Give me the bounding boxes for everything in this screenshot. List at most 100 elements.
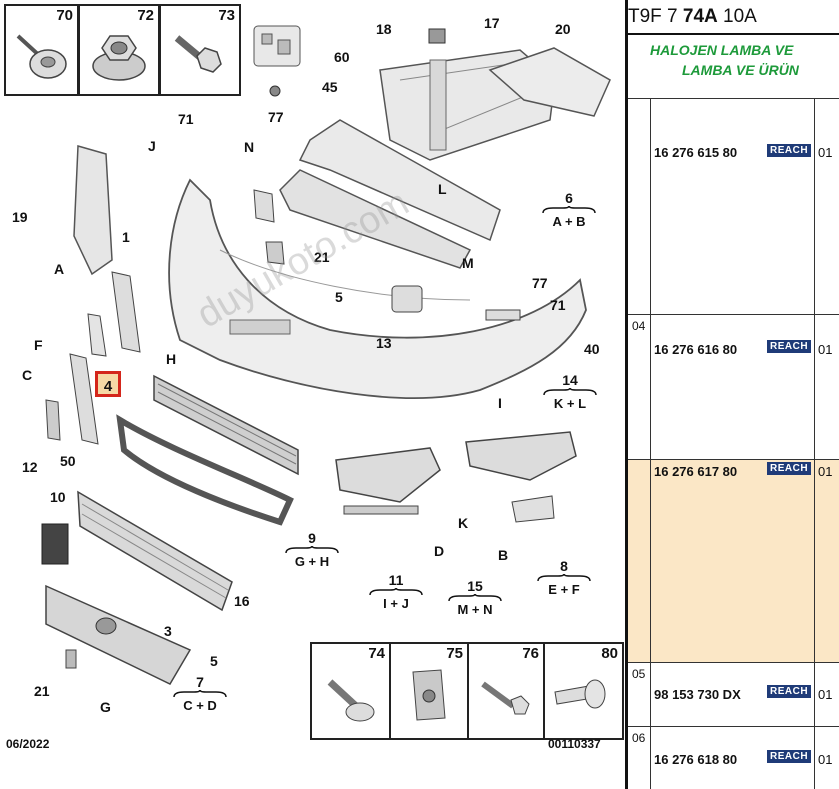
box-label-70: 70: [56, 7, 73, 24]
reach-badge: REACH: [767, 462, 812, 475]
parts-diagram: 70 72 73 60 45 18 17: [4, 4, 624, 751]
hardware-box-74[interactable]: 74: [310, 642, 390, 740]
callout-50: 10: [50, 489, 66, 505]
clip-5-drawing: [65, 649, 77, 669]
callout-3: 5: [210, 653, 218, 669]
callout-D: I: [498, 395, 502, 411]
parts-row-5[interactable]: 06 16 276 618 80 REACH 01: [628, 727, 839, 789]
part-number: 16 276 618 80: [654, 752, 738, 767]
trim-E-drawing: [343, 505, 419, 515]
bracket-N-drawing: [253, 189, 275, 223]
callout-L: 21: [314, 249, 330, 265]
row-divider: [814, 315, 815, 459]
ref-prefix: T9F 7: [628, 6, 678, 27]
highlighted-callout-4[interactable]: 4: [95, 371, 121, 397]
trim-F-drawing: [87, 313, 107, 357]
title-line-1: HALOJEN LAMBA VE: [650, 42, 794, 58]
trim-C-drawing: [69, 353, 99, 445]
ref-suffix: 10A: [723, 6, 757, 27]
hardware-box-73[interactable]: 73: [159, 4, 241, 96]
parts-row-3-highlighted[interactable]: 16 276 617 80 REACH 01: [628, 460, 839, 663]
box-label-75: 75: [446, 645, 463, 662]
upper-grille-21-drawing: [45, 584, 192, 685]
parts-row-1[interactable]: 16 276 615 80 REACH 01: [628, 99, 839, 315]
callout-1: 1: [122, 229, 130, 245]
callout-M: 13: [376, 335, 392, 351]
quantity: 01: [818, 145, 833, 160]
row-divider: [650, 727, 651, 789]
reach-badge: REACH: [767, 144, 812, 157]
callout-71b: M: [462, 255, 474, 271]
bracket-L-drawing: [265, 241, 285, 265]
box-label-76: 76: [522, 645, 539, 662]
callout-B: K: [458, 515, 469, 531]
parts-row-4[interactable]: 05 98 153 730 DX REACH 01: [628, 663, 839, 727]
callout-N: N: [244, 139, 255, 155]
callout-71: 71: [178, 111, 194, 127]
combo-7: 7 C + D: [170, 674, 230, 713]
callout-K: 40: [584, 341, 600, 357]
row-divider: [814, 727, 815, 789]
box-label-73: 73: [218, 7, 235, 24]
reach-badge: REACH: [767, 340, 812, 353]
callout-5: 21: [34, 683, 50, 699]
row-divider: [650, 315, 651, 459]
fog-lamp-frame-D-drawing: [465, 431, 577, 481]
part-number: 16 276 615 80: [654, 145, 738, 160]
part-number: 16 276 617 80: [654, 464, 738, 479]
callout-21: G: [100, 699, 111, 715]
hardware-box-80[interactable]: 80: [543, 642, 624, 740]
parts-row-2[interactable]: 04 16 276 616 80 REACH 01: [628, 315, 839, 460]
box-label-74: 74: [368, 645, 385, 662]
part-number: 98 153 730 DX: [654, 687, 741, 702]
callout-H: 12: [22, 459, 38, 475]
quantity: 01: [818, 464, 833, 479]
section-title: HALOJEN LAMBA VE LAMBA VE ÜRÜN: [628, 40, 839, 80]
ref-divider: [628, 33, 839, 35]
reach-badge: REACH: [767, 685, 812, 698]
combo-9: 9 G + H: [282, 530, 342, 569]
quantity: 01: [818, 752, 833, 767]
push-rivet-icon: [554, 679, 606, 709]
callout-I: 71: [550, 297, 566, 313]
callout-20: 20: [555, 21, 571, 37]
box-label-80: 80: [601, 645, 618, 662]
ref-bold: 74A: [682, 6, 718, 27]
title-divider: [628, 98, 839, 99]
row-divider: [814, 663, 815, 726]
clip-nut-icon: [412, 669, 446, 721]
callout-19: 19: [12, 209, 28, 225]
hardware-box-72[interactable]: 72: [78, 4, 160, 96]
row-divider: [814, 460, 815, 662]
shoulder-screw-icon: [327, 679, 375, 722]
combo-14: 14 K + L: [540, 372, 600, 411]
panel-50-drawing: [41, 523, 69, 565]
reference-code: T9F 7 74A 10A: [628, 0, 839, 33]
row-index: 05: [632, 667, 646, 681]
callout-C: C: [22, 367, 33, 383]
callout-13: 5: [335, 289, 343, 305]
row-index: 04: [632, 319, 646, 333]
quantity: 01: [818, 687, 833, 702]
hardware-box-70[interactable]: 70: [4, 4, 79, 96]
panel-divider: [625, 0, 628, 789]
cover-G-drawing: [511, 495, 555, 523]
quantity: 01: [818, 342, 833, 357]
hardware-box-76[interactable]: 76: [467, 642, 545, 740]
hardware-box-75[interactable]: 75: [389, 642, 469, 740]
callout-45: 45: [322, 79, 338, 95]
title-line-2: LAMBA VE ÜRÜN: [682, 62, 799, 78]
clip-bracket-60-drawing: [253, 25, 301, 67]
absorber-13-drawing: [279, 119, 501, 269]
deflector-20-drawing: [488, 47, 611, 117]
box-label-72: 72: [137, 7, 154, 24]
row-divider: [650, 99, 651, 314]
part-number: 16 276 616 80: [654, 342, 738, 357]
callout-40: 77: [532, 275, 548, 291]
side-deflector-19-drawing: [73, 145, 113, 276]
callout-J: J: [148, 138, 156, 154]
callout-10: 16: [234, 593, 250, 609]
callout-2: H: [166, 351, 177, 367]
callout-F: F: [34, 337, 43, 353]
revision-date: 06/2022: [6, 737, 50, 751]
